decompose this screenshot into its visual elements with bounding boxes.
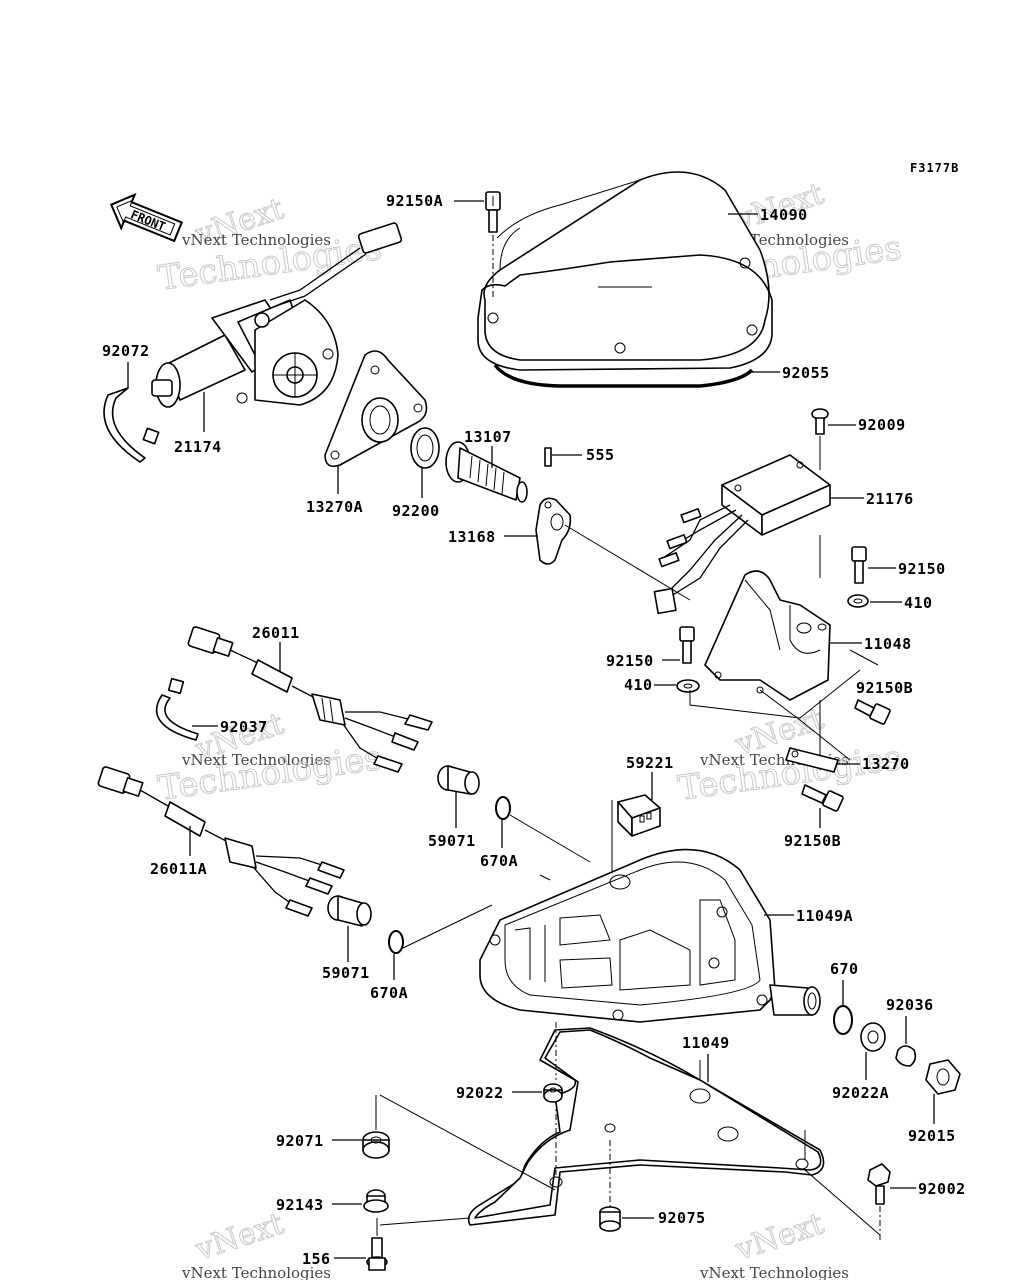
washer-92036 [895,1045,917,1067]
label-92150B-lower: 92150B [784,832,841,850]
washer-410-left [676,679,700,693]
label-92022: 92022 [456,1084,504,1102]
label-670A: 670A [480,852,518,870]
label-92150: 92150 [898,560,946,578]
washer-92200 [410,427,440,469]
case-11049A [479,800,821,1023]
label-92075: 92075 [658,1209,706,1227]
lever-13168 [535,497,691,601]
nut-92015 [925,1059,961,1095]
label-92150B: 92150B [856,679,913,697]
bracket-plate-11049 [379,1022,881,1236]
label-410-left: 410 [624,676,653,694]
fitting-59071-lower [327,895,372,927]
svg-text:vNext: vNext [731,1207,828,1268]
collar-92143 [363,1189,389,1213]
harness-26011 [187,626,433,773]
washer-92022A [860,1022,886,1052]
plate-13270A [324,350,428,468]
svg-text:vNext Technologies: vNext Technologies [181,751,331,769]
label-21176: 21176 [866,490,914,508]
band-92072 [103,387,160,463]
connector-59221 [617,794,661,837]
label-670: 670 [830,960,859,978]
label-92200: 92200 [392,502,440,520]
label-92015: 92015 [908,1127,956,1145]
label-92143: 92143 [276,1196,324,1214]
o-ring-670A-lower [388,904,493,954]
front-arrow-icon: FRONT [109,192,184,243]
bolt-92150 [851,546,867,584]
label-670A-lower: 670A [370,984,408,1002]
svg-text:vNext: vNext [191,1207,288,1268]
label-92022A: 92022A [832,1084,889,1102]
bolt-156 [366,1218,388,1271]
label-92037: 92037 [220,718,268,736]
label-92002: 92002 [918,1180,966,1198]
o-ring-670 [833,1005,853,1035]
label-13168: 13168 [448,528,496,546]
bracket-11048 [704,535,831,770]
label-555: 555 [586,446,615,464]
label-92150-left: 92150 [606,652,654,670]
svg-text:vNext Technologies: vNext Technologies [181,231,331,249]
label-11048: 11048 [864,635,912,653]
label-11049A: 11049A [796,907,853,925]
label-13270A: 13270A [306,498,363,516]
grommet-92071 [362,1095,390,1159]
label-410: 410 [904,594,933,612]
label-92071: 92071 [276,1132,324,1150]
actuator-motor-21174 [151,222,403,408]
callout-labels: 92150A 14090 92055 92072 21174 13270A 92… [102,192,966,1268]
bolt-92150A [485,191,501,300]
label-92036: 92036 [886,996,934,1014]
cover-14090 [477,171,773,388]
label-92150A: 92150A [386,192,443,210]
svg-text:vNext Technologies: vNext Technologies [181,1264,331,1280]
label-59071-lower: 59071 [322,964,370,982]
label-26011: 26011 [252,624,300,642]
bolt-92150B [854,699,891,725]
bolt-92002 [867,1163,891,1240]
control-unit-21176 [653,454,831,615]
harness-26011A [97,766,345,917]
washer-92022 [543,1083,563,1103]
bolt-92150B-lower [801,784,844,812]
pin-555 [544,447,552,467]
o-ring-670A [495,796,591,863]
figure-code: F3177B [910,161,959,175]
label-92009: 92009 [858,416,906,434]
label-92072: 92072 [102,342,150,360]
label-13107: 13107 [464,428,512,446]
label-59221: 59221 [626,754,674,772]
label-13270: 13270 [862,755,910,773]
screw-92009 [811,408,829,470]
plate-13270 [785,747,839,773]
label-21174: 21174 [174,438,222,456]
label-26011A: 26011A [150,860,207,878]
bolt-92150-left [679,626,695,664]
label-156: 156 [302,1250,331,1268]
washer-410 [847,594,869,608]
svg-text:vNext Technologies: vNext Technologies [699,1264,849,1280]
label-11049: 11049 [682,1034,730,1052]
label-14090: 14090 [760,206,808,224]
damper-92075 [599,1206,621,1232]
shaft-13107 [445,441,528,503]
label-59071: 59071 [428,832,476,850]
svg-text:Technologies: Technologies [156,738,384,809]
fitting-59071 [437,765,480,795]
clamp-92037 [155,677,199,741]
label-92055: 92055 [782,364,830,382]
